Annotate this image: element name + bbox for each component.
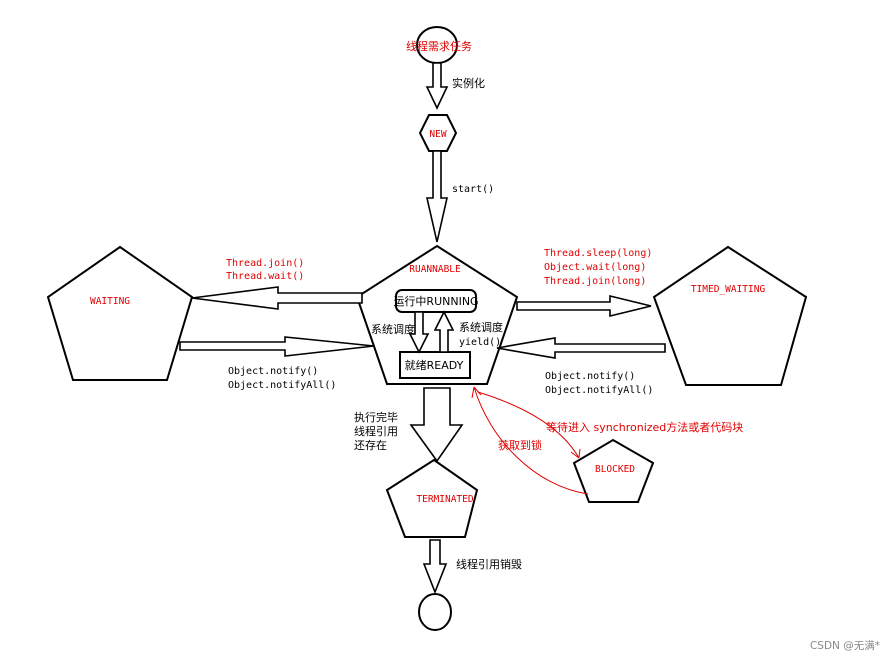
ready-state	[399, 351, 471, 379]
arrow-running-to-ready	[408, 311, 430, 354]
blocked-state-label: BLOCKED	[595, 464, 635, 475]
runnable-state	[355, 244, 519, 385]
to-timed-waiting-label-2: Object.wait(long)	[544, 262, 646, 273]
to-terminated-label-2: 线程引用	[354, 424, 398, 438]
to-blocked-label: 等待进入 synchronized方法或者代码块	[546, 420, 743, 434]
new-state-label: NEW	[429, 129, 446, 140]
start-label: 线程需求任务	[406, 39, 472, 53]
arrow-runnable-to-waiting	[191, 286, 363, 310]
watermark-text: CSDN @无满*	[810, 640, 880, 652]
to-terminated-label-3: 还存在	[354, 438, 387, 452]
arrow-timed-waiting-to-runnable	[496, 337, 666, 359]
from-timed-waiting-label-1: Object.notify()	[545, 371, 635, 382]
to-timed-waiting-label-1: Thread.sleep(long)	[544, 248, 652, 259]
arrow-blocked-to-runnable-head	[471, 386, 482, 399]
arrow-runnable-to-terminated	[409, 387, 464, 463]
arrow-waiting-to-runnable	[179, 336, 375, 357]
arrow-terminated-to-end	[422, 539, 448, 595]
arrow-start-to-new	[425, 62, 449, 110]
schedule-down-label: 系统调度	[371, 322, 415, 336]
schedule-up-label-1: 系统调度	[459, 320, 503, 334]
waiting-state-label: WAITING	[90, 296, 130, 307]
waiting-state	[46, 245, 194, 381]
arrow-runnable-to-timed-waiting	[516, 294, 652, 318]
to-waiting-label-1: Thread.join()	[226, 258, 304, 269]
from-waiting-label-2: Object.notifyAll()	[228, 380, 336, 391]
arrow-runnable-to-blocked	[477, 391, 580, 459]
to-terminated-label-1: 执行完毕	[354, 410, 398, 424]
blocked-state	[572, 438, 655, 503]
running-state-label: 运行中RUNNING	[393, 295, 478, 308]
from-waiting-label-1: Object.notify()	[228, 366, 318, 377]
arrow-ready-to-running	[433, 310, 455, 353]
arrow-new-to-runnable	[425, 150, 449, 243]
timed-waiting-state	[652, 245, 808, 386]
schedule-up-label-2: yield()	[459, 337, 501, 348]
instantiate-label: 实例化	[452, 76, 485, 90]
destroy-label: 线程引用销毁	[456, 557, 522, 571]
from-timed-waiting-label-2: Object.notifyAll()	[545, 385, 653, 396]
runnable-state-label: RUANNABLE	[409, 264, 461, 275]
to-waiting-label-2: Thread.wait()	[226, 271, 304, 282]
running-state	[395, 289, 477, 313]
terminated-state	[385, 458, 479, 538]
new-state	[418, 114, 458, 152]
from-blocked-label: 获取到锁	[498, 438, 542, 452]
start-call-label: start()	[452, 184, 494, 195]
timed-waiting-state-label: TIMED_WAITING	[691, 284, 766, 295]
ready-state-label: 就绪READY	[405, 358, 464, 372]
to-timed-waiting-label-3: Thread.join(long)	[544, 276, 646, 287]
arrow-runnable-to-blocked-head	[570, 448, 581, 459]
terminated-state-label: TERMINATED	[416, 494, 473, 505]
arrow-blocked-to-runnable	[473, 386, 589, 495]
end-circle	[418, 593, 452, 631]
